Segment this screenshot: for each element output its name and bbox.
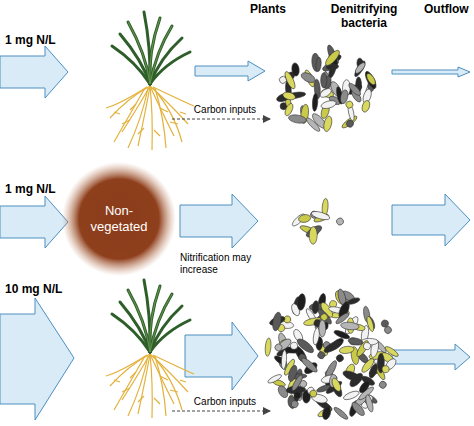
- flow-arrow: [195, 61, 265, 81]
- heading-label: Plants: [250, 3, 310, 17]
- carbon-arrow: [172, 411, 270, 412]
- bacterium: [347, 82, 362, 98]
- flow-arrow: [185, 322, 258, 390]
- bacterium: [309, 389, 318, 398]
- bacterium: [319, 320, 326, 337]
- bacterium: [363, 70, 378, 90]
- bacterium: [333, 406, 350, 421]
- bacterium: [382, 365, 390, 373]
- bacterium: [339, 345, 355, 354]
- heading-label: Denitrifying bacteria: [322, 3, 406, 31]
- bacterium: [342, 369, 363, 384]
- flow-arrow: [0, 196, 68, 248]
- bacterium: [288, 114, 307, 125]
- bacterium: [358, 379, 372, 394]
- node-text: Non-vegetated: [82, 203, 156, 234]
- bacterium: [335, 217, 344, 226]
- flow-arrow: [392, 344, 470, 370]
- bacterium: [354, 61, 367, 75]
- bacterium: [297, 293, 307, 310]
- soil-blob: Non-vegetated: [62, 162, 176, 276]
- bacterium: [305, 116, 322, 133]
- bacterium: [366, 316, 376, 333]
- flow-arrow: [0, 298, 74, 420]
- bacterium: [323, 48, 341, 67]
- bacterium: [321, 73, 327, 88]
- plant-illustration: [106, 12, 194, 150]
- bacterium: [360, 357, 376, 374]
- heading-label: Outflow: [424, 3, 474, 17]
- bacteria-cluster: [265, 44, 400, 421]
- bacterium: [378, 380, 388, 390]
- bacterium: [345, 119, 354, 128]
- bacterium: [348, 337, 364, 346]
- bacterium: [339, 89, 349, 104]
- bacterium: [298, 214, 311, 224]
- note-label: Nitrification may increase: [180, 252, 266, 275]
- bacterium: [315, 57, 321, 72]
- bacterium: [278, 75, 288, 85]
- bacterium: [281, 350, 287, 370]
- bacterium: [335, 353, 345, 363]
- carbon-arrow: [172, 119, 270, 120]
- bacterium: [290, 374, 304, 392]
- bacterium: [320, 99, 337, 110]
- bacterium: [311, 210, 331, 222]
- bacterium: [300, 71, 317, 85]
- bacterium: [300, 356, 319, 374]
- bacterium: [282, 91, 296, 101]
- note-label: Carbon inputs: [180, 396, 270, 408]
- flow-arrow: [392, 194, 470, 246]
- flow-arrow: [392, 67, 470, 77]
- bacterium: [365, 72, 377, 86]
- bacterium: [321, 406, 332, 421]
- bacterium: [350, 400, 366, 417]
- flow-arrow: [0, 46, 68, 98]
- bacterium: [330, 377, 342, 393]
- note-label: Carbon inputs: [180, 104, 270, 116]
- bacterium: [333, 329, 350, 340]
- bacterium: [291, 63, 300, 77]
- heading-label: 1 mg N/L: [5, 183, 75, 197]
- bacterium: [364, 394, 374, 413]
- flow-arrow: [180, 194, 258, 248]
- bacterium: [271, 312, 282, 332]
- bacterium: [340, 321, 359, 330]
- flow-arrows: [0, 46, 470, 420]
- bacterium: [322, 115, 333, 132]
- bacterium: [361, 99, 372, 113]
- bacterium: [312, 93, 318, 111]
- bacterium: [322, 339, 342, 355]
- bacterium: [265, 338, 272, 357]
- bacterium: [294, 392, 301, 399]
- bacterium: [363, 342, 372, 351]
- bacterium: [290, 342, 298, 350]
- bacterium: [295, 337, 315, 355]
- bacterium: [312, 300, 320, 314]
- bacterium: [290, 399, 299, 408]
- heading-label: 1 mg N/L: [5, 34, 75, 48]
- bacterium: [309, 227, 317, 245]
- bacterium: [267, 373, 283, 385]
- bacterium: [335, 311, 351, 325]
- heading-label: 10 mg N/L: [5, 283, 80, 297]
- bacterium: [346, 297, 360, 306]
- bacterium: [342, 389, 360, 401]
- plant-illustration: [106, 280, 194, 418]
- bacterium: [383, 325, 393, 335]
- bacterium: [274, 343, 284, 353]
